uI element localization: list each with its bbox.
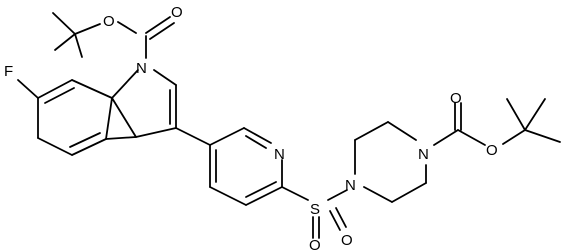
bond [54,33,76,51]
bond [175,127,211,146]
atom-label-o: O [103,13,115,30]
atom-label-n-pyridine: N [274,146,285,163]
atom-label-o: O [341,232,353,249]
atom-label-s: S [310,201,320,218]
bond [391,182,427,203]
bond [37,79,73,99]
atom-label-o: O [171,4,183,21]
bond [281,186,309,201]
bond [117,21,137,34]
bond [17,79,39,99]
atom-label-n-indole: N [136,60,147,77]
bond [74,23,101,35]
bond [245,186,283,206]
bond [105,136,137,140]
bond [71,138,107,156]
bond [145,16,171,34]
bond [37,137,73,156]
bond [363,186,393,203]
bond [209,127,245,146]
bond [243,127,272,144]
bonds [17,12,561,239]
atom-label-o: O [486,142,498,159]
bond [209,186,247,206]
atom-label-o: O [309,237,321,252]
atom-labels: O O F N N N N O O S O O [4,4,498,252]
bond [74,33,83,58]
bond [149,22,175,40]
bond [506,98,526,131]
bond [524,98,546,131]
bond [335,207,347,228]
bond [502,129,526,145]
bond [153,69,177,86]
bond [327,189,348,201]
atom-label-n-piperazine: N [418,146,429,163]
bond [457,129,486,146]
bond [433,129,459,146]
atom-label-o: O [450,90,462,107]
bond [52,12,76,35]
bond [111,69,139,99]
bond [69,132,101,148]
bond [71,79,113,99]
bond [524,129,561,143]
bond [135,127,177,138]
bond [387,121,417,141]
bond [245,135,267,149]
bond [354,121,389,141]
bond [245,181,277,198]
atom-label-f: F [4,63,13,80]
atom-label-n-piperazine: N [345,177,356,194]
bond [105,97,113,140]
bond [111,97,137,138]
bond [329,210,341,231]
bond [44,87,75,104]
